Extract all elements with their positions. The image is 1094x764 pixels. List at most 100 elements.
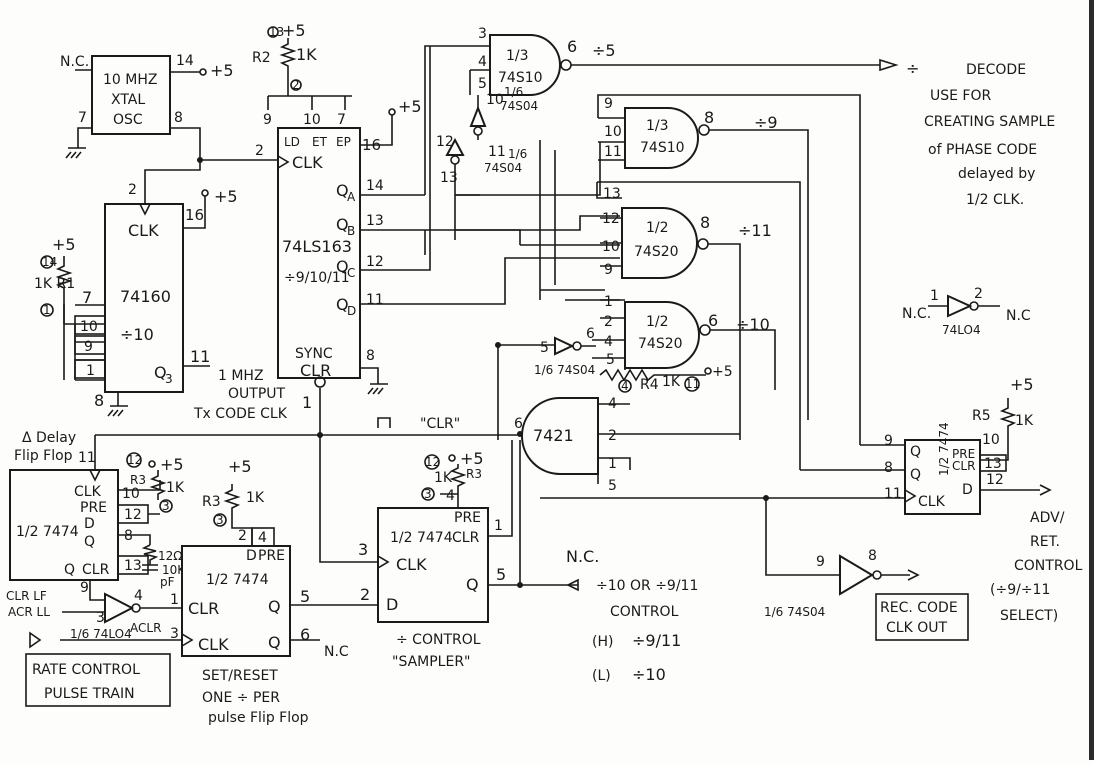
osc-pin14: 14 (176, 53, 194, 69)
inv-clr-acr: ACLR (130, 621, 161, 635)
rec-line1: REC. CODE (880, 600, 958, 616)
inverter-74s04-mid: 12 13 1/6 74S04 (436, 134, 527, 240)
ff-delay-c-value: 10K (162, 563, 186, 577)
ff-delay-pin9: 9 (80, 580, 89, 596)
clr-inverter-74l04: 3 4 1/6 74LO4 ACLR (29, 588, 182, 649)
g2-pin8: 8 (704, 108, 714, 127)
r4-plus5: +5 (712, 364, 733, 380)
inv-clr-name: 1/6 74LO4 (70, 627, 132, 641)
nand-gate-74s10-b: 9 10 11 1/3 74S10 8 ÷9 (597, 94, 861, 445)
counter-74ls163: 9 10 7 LD ET EP 2 CLK 16 +5 Q A Q B Q C … (255, 97, 422, 412)
g1-label1: 1/3 (506, 48, 529, 64)
c163-qb: Q (336, 215, 349, 234)
ff-out-q: Q (910, 444, 921, 460)
g2-label1: 1/3 (646, 118, 669, 134)
g7421-pin6: 6 (514, 416, 523, 432)
inv-top-pin10: 10 (486, 92, 504, 108)
g3-label1: 1/2 (646, 220, 669, 236)
g2-pin10: 10 (604, 124, 622, 140)
c163-clr: CLR (300, 361, 331, 380)
ff-set-line1: SET/RESET (202, 668, 278, 684)
inv-nc-pin2: 2 (974, 286, 983, 302)
inv-nc-pin1: 1 (930, 288, 939, 304)
g2-pin11: 11 (604, 144, 622, 160)
r4-pin4: 4 (621, 379, 629, 393)
g1-pin4: 4 (478, 54, 487, 70)
decode-line6: 1/2 CLK. (966, 192, 1024, 208)
control-l-value: ÷10 (632, 665, 666, 684)
c163-pin11: 11 (366, 292, 384, 308)
ff-ctrl-q: Q (466, 575, 479, 594)
output-1mhz-line1: 1 MHZ (218, 368, 264, 384)
r2-pin2: 2 (292, 78, 300, 92)
g4-pin6: 6 (708, 311, 718, 330)
ff-set-clr: CLR (188, 599, 219, 618)
r4-name: R4 (640, 377, 659, 393)
c160-pin7: 7 (82, 288, 92, 307)
g3-pin9: 9 (604, 262, 613, 278)
ff-ctrl-pre: PRE (454, 510, 481, 526)
decode-line4: of PHASE CODE (928, 142, 1037, 158)
r1-pin1: 1 (43, 303, 51, 317)
g2-label2: 74S10 (640, 140, 685, 156)
g1-pin5: 5 (478, 76, 487, 92)
c163-pin13: 13 (366, 213, 384, 229)
adv-line4: (÷9/÷11 (990, 582, 1050, 598)
ff-ctrl-line2: "SAMPLER" (392, 654, 471, 670)
nand-gate-74s20-a: 13 12 10 9 1/2 74S20 8 ÷11 (596, 181, 801, 470)
r2-pin13: 13 (269, 25, 284, 39)
c163-pin10: 10 (303, 112, 321, 128)
ff-set-pre: PRE (258, 548, 285, 564)
r2-value: 1K (296, 45, 317, 64)
ff-out-clr: CLR (952, 459, 975, 473)
control-line1: ÷10 OR ÷9/11 (596, 578, 698, 594)
ff-ctrl-pin4: 4 (446, 488, 455, 504)
ff-delay-clr: CLR (82, 562, 110, 578)
inverter-74s04-top: 10 11 1/6 74S04 (469, 85, 538, 160)
counter-74160: 2 CLK 16 +5 +5 14 1K R1 1 7 10 9 1 74160… (34, 182, 238, 417)
ff-set-r3-value: 1K (246, 490, 265, 506)
c163-plus5: +5 (398, 97, 422, 116)
resistor-r2: 13 +5 R2 1K 2 (252, 21, 352, 110)
ff-out-plus5: +5 (1010, 375, 1034, 394)
g3-pin8: 8 (700, 213, 710, 232)
ff-delay-r-value: 12Ω (158, 549, 182, 563)
decode-note: ÷ DECODE USE FOR CREATING SAMPLE of PHAS… (906, 59, 1055, 208)
inv-top-name1: 1/6 (504, 85, 523, 99)
control-h: (H) (592, 634, 613, 650)
ff-delay-pin12: 12 (124, 507, 142, 523)
ff-out-r5: R5 (972, 408, 991, 424)
rec-code-inverter: 9 8 1/6 74S04 REC. CODE CLK OUT (763, 495, 969, 641)
adv-line1: ADV/ (1030, 510, 1065, 526)
output-1mhz-label: 1 MHZ OUTPUT Tx CODE CLK (193, 368, 288, 422)
c163-pin8: 8 (366, 348, 375, 364)
decode-line2: USE FOR (930, 88, 992, 104)
g3-out: ÷11 (738, 221, 772, 240)
g2-pin9: 9 (604, 96, 613, 112)
rec-pin8: 8 (868, 548, 877, 564)
c163-qb-sub: B (347, 224, 355, 238)
adv-ret-control-note: ADV/ RET. CONTROL (÷9/÷11 SELECT) (990, 510, 1083, 624)
r2-plus5: +5 (282, 21, 306, 40)
rate-line1: RATE CONTROL (32, 662, 140, 678)
decode-line3: CREATING SAMPLE (924, 114, 1055, 130)
ff-set-pin3b: 3 (170, 626, 179, 642)
ff-ctrl-pin12: 12 (425, 455, 440, 469)
ff-set-pin5: 5 (300, 587, 310, 606)
c163-ld: LD (284, 135, 300, 149)
g4-pin5: 5 (606, 352, 615, 368)
inv-nc-name: 74LO4 (942, 323, 981, 337)
c163-et: ET (312, 135, 328, 149)
ff-out-pin13: 13 (984, 456, 1002, 472)
c163-ep: EP (336, 135, 351, 149)
clr-lf-label: CLR LF (6, 589, 47, 603)
g7421-pin4: 4 (608, 396, 617, 412)
c160-clk: CLK (128, 221, 159, 240)
decode-div: ÷ (906, 59, 919, 78)
delay-flip-flop: Δ Delay Flip Flop 11 CLK PRE D Q Q CLR 1… (9, 430, 186, 601)
ff-set-plus5: +5 (228, 457, 252, 476)
osc-label-2: XTAL (111, 92, 145, 108)
c163-name: 74LS163 (282, 237, 352, 256)
c163-clk-pin: 2 (255, 143, 264, 159)
ff-set-line3: pulse Flip Flop (208, 710, 309, 726)
